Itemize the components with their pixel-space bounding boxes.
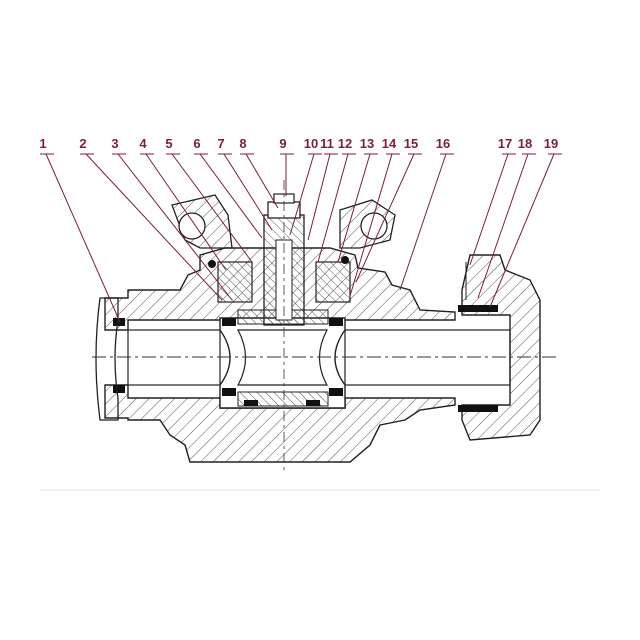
packing-right: [315, 261, 351, 303]
seal-left-top: [222, 318, 236, 326]
seal-right-bottom: [329, 388, 343, 396]
callout-label-6: 6: [193, 136, 200, 151]
callout-label-12: 12: [338, 136, 352, 151]
leader-line-6: [199, 153, 263, 239]
leader-line-11: [307, 153, 331, 241]
seal-inlet-top: [113, 318, 125, 326]
leader-line-4: [145, 153, 227, 271]
leader-line-17: [469, 153, 509, 266]
leader-line-15: [355, 153, 415, 283]
leader-line-18: [477, 153, 529, 299]
ball-bottom-hatch: [237, 391, 329, 407]
seal-left-bottom: [222, 388, 236, 396]
callout-label-8: 8: [239, 136, 246, 151]
union-seal-bottom: [458, 405, 498, 412]
callout-label-4: 4: [139, 136, 147, 151]
seal-bottom-center-l: [244, 400, 258, 406]
callout-label-3: 3: [111, 136, 118, 151]
leader-line-16: [399, 153, 447, 291]
seal-right-top: [329, 318, 343, 326]
lug-right-hole: [360, 212, 388, 240]
callout-label-11: 11: [320, 136, 334, 151]
callout-label-2: 2: [79, 136, 86, 151]
seal-bottom-center-r: [306, 400, 320, 406]
callout-label-9: 9: [279, 136, 286, 151]
callout-label-18: 18: [518, 136, 532, 151]
seal-inlet-bottom: [113, 385, 125, 393]
leader-line-1: [45, 153, 121, 323]
callout-label-5: 5: [165, 136, 172, 151]
inlet-ring: [95, 297, 119, 421]
leader-line-8: [245, 153, 279, 209]
callout-label-13: 13: [360, 136, 374, 151]
callout-label-7: 7: [217, 136, 224, 151]
oring-left: [208, 260, 216, 268]
callout-label-16: 16: [436, 136, 450, 151]
leader-line-14: [349, 153, 393, 297]
callout-label-1: 1: [39, 136, 46, 151]
leader-line-10: [289, 153, 315, 236]
ball-bore: [236, 329, 329, 386]
leader-line-12: [317, 153, 349, 263]
leader-line-5: [171, 153, 253, 263]
leader-line-2: [85, 153, 223, 301]
leader-line-19: [489, 153, 555, 308]
leader-line-3: [117, 153, 233, 301]
packing-left: [217, 261, 253, 303]
lug-left-hole: [178, 212, 206, 240]
callout-label-19: 19: [544, 136, 558, 151]
oring-right: [341, 256, 349, 264]
callout-label-10: 10: [304, 136, 318, 151]
union-nut: [461, 254, 541, 441]
callout-label-17: 17: [498, 136, 512, 151]
callout-label-15: 15: [404, 136, 418, 151]
union-seal-top: [458, 305, 498, 312]
callout-label-14: 14: [382, 136, 397, 151]
leader-line-13: [337, 153, 371, 263]
leader-line-7: [223, 153, 273, 231]
